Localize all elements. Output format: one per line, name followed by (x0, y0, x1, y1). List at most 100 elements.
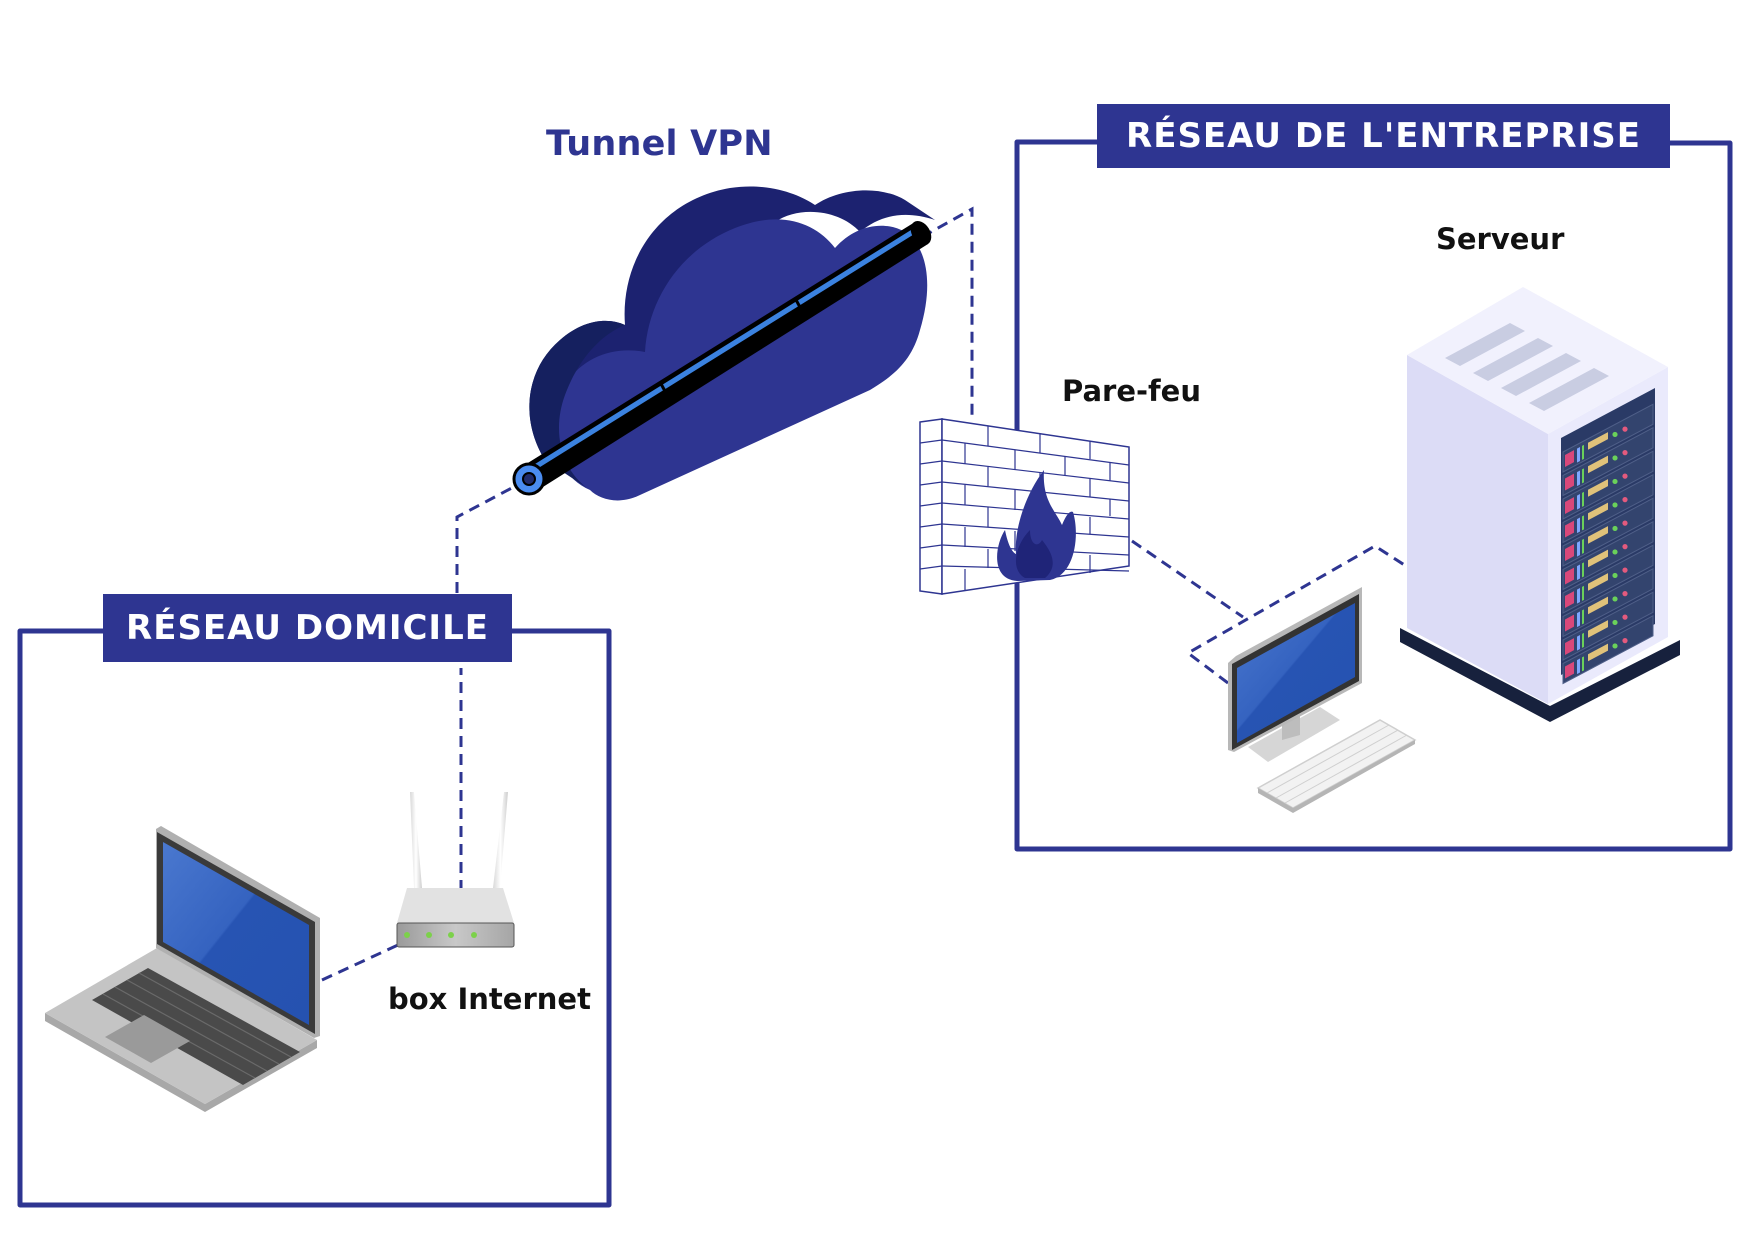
server-unit-part (1582, 515, 1584, 531)
server-units (1562, 403, 1654, 685)
server-unit-part (1577, 658, 1580, 675)
tunnel-end-right (910, 220, 932, 246)
server-unit-part (1582, 562, 1584, 578)
server-unit (1562, 497, 1654, 567)
server-unit-led (1622, 591, 1628, 597)
server-unit-led (1612, 431, 1618, 438)
server-unit-part (1565, 544, 1574, 561)
laptop-keyboard (92, 968, 300, 1085)
server-unit (1562, 544, 1654, 614)
desktop-computer-icon (1228, 587, 1417, 813)
server-unit-part (1582, 444, 1584, 460)
server-unit-part (1565, 473, 1574, 491)
server-label: Serveur (1436, 222, 1565, 256)
server-unit-part (1588, 455, 1608, 474)
connection-laptop-router (321, 943, 399, 982)
server-unit-led (1612, 619, 1618, 626)
server-unit-led (1622, 497, 1628, 503)
router-front (396, 922, 515, 948)
router-label: box Internet (388, 982, 591, 1016)
server-unit-part (1565, 567, 1574, 585)
server-unit-led (1612, 549, 1618, 555)
connections (321, 206, 1407, 982)
server-unit-part (1565, 497, 1574, 514)
server-unit-part (1577, 446, 1580, 463)
server-unit-part (1588, 526, 1608, 544)
firewall-label: Pare-feu (1062, 374, 1201, 408)
server-unit-part (1577, 634, 1580, 651)
server-unit-led (1612, 502, 1618, 508)
server-unit (1562, 614, 1654, 685)
laptop-touchpad (105, 1015, 190, 1063)
server-unit-part (1565, 614, 1574, 632)
server-unit-part (1588, 502, 1608, 521)
server-unit-part (1582, 585, 1584, 601)
server-unit-part (1582, 609, 1584, 625)
server-unit-part (1577, 517, 1580, 534)
server-unit (1562, 520, 1654, 591)
enterprise-zone-border (1014, 139, 1733, 852)
server-unit-part (1588, 620, 1608, 638)
server-unit (1562, 591, 1654, 661)
server-unit-part (1588, 432, 1608, 450)
router-top (397, 888, 514, 923)
monitor-screen (1237, 603, 1355, 743)
router-led-2 (426, 932, 432, 938)
server-unit-led (1622, 544, 1628, 550)
tunnel-vpn-title: Tunnel VPN (546, 124, 773, 164)
home-network-label: RÉSEAU DOMICILE (103, 594, 512, 662)
server-unit-led (1612, 478, 1618, 485)
server-unit-part (1577, 611, 1580, 628)
laptop-base-edge (45, 1013, 317, 1112)
server-unit (1562, 567, 1654, 638)
server-unit (1562, 473, 1654, 544)
server-unit-part (1577, 540, 1580, 557)
router-led-3 (448, 932, 454, 938)
server-unit (1562, 450, 1654, 520)
tunnel-joint-1 (658, 381, 674, 405)
connection-zone-tunnel (455, 479, 526, 593)
server-top (1407, 287, 1668, 434)
server-rack-icon (1400, 287, 1680, 722)
tunnel-pipe-icon (512, 220, 932, 496)
server-unit-part (1588, 573, 1608, 591)
server-unit-part (1565, 520, 1574, 538)
server-base (1400, 628, 1680, 722)
server-side (1407, 355, 1548, 704)
tunnel-opening-inner (522, 472, 536, 486)
connection-tunnel-firewall (921, 206, 974, 420)
server-unit-led (1612, 455, 1618, 461)
home-zone-border (17, 628, 612, 1208)
server-vents (1445, 323, 1609, 411)
router-antenna-right (493, 792, 508, 888)
server-unit-part (1582, 632, 1584, 648)
server-unit-led (1622, 614, 1628, 620)
router-led-1 (404, 932, 410, 938)
fire-icon (997, 470, 1076, 581)
fire-inner (1015, 530, 1053, 578)
server-unit-part (1582, 468, 1584, 484)
server-unit-part (1588, 549, 1608, 568)
server-unit-led (1622, 473, 1628, 479)
connection-firewall-workstation (1131, 539, 1244, 619)
firewall-bricks (919, 426, 1130, 590)
server-unit-part (1582, 538, 1584, 554)
server-unit-part (1565, 661, 1574, 679)
server-unit-part (1565, 450, 1574, 467)
server-unit (1562, 403, 1654, 473)
enterprise-network-zone (1014, 139, 1733, 852)
laptop-icon (45, 826, 320, 1112)
server-unit-part (1565, 591, 1574, 608)
home-network-zone (17, 628, 612, 1208)
server-unit-part (1582, 491, 1584, 507)
connection-workstation-server (1185, 544, 1407, 685)
router-antenna-left (410, 792, 422, 888)
server-unit-part (1577, 493, 1580, 510)
tunnel-joint-2 (793, 297, 809, 321)
server-unit-led (1612, 572, 1618, 579)
server-unit-led (1622, 638, 1628, 644)
server-unit-led (1612, 596, 1618, 602)
server-unit-part (1577, 564, 1580, 581)
server-unit-led (1612, 525, 1618, 532)
